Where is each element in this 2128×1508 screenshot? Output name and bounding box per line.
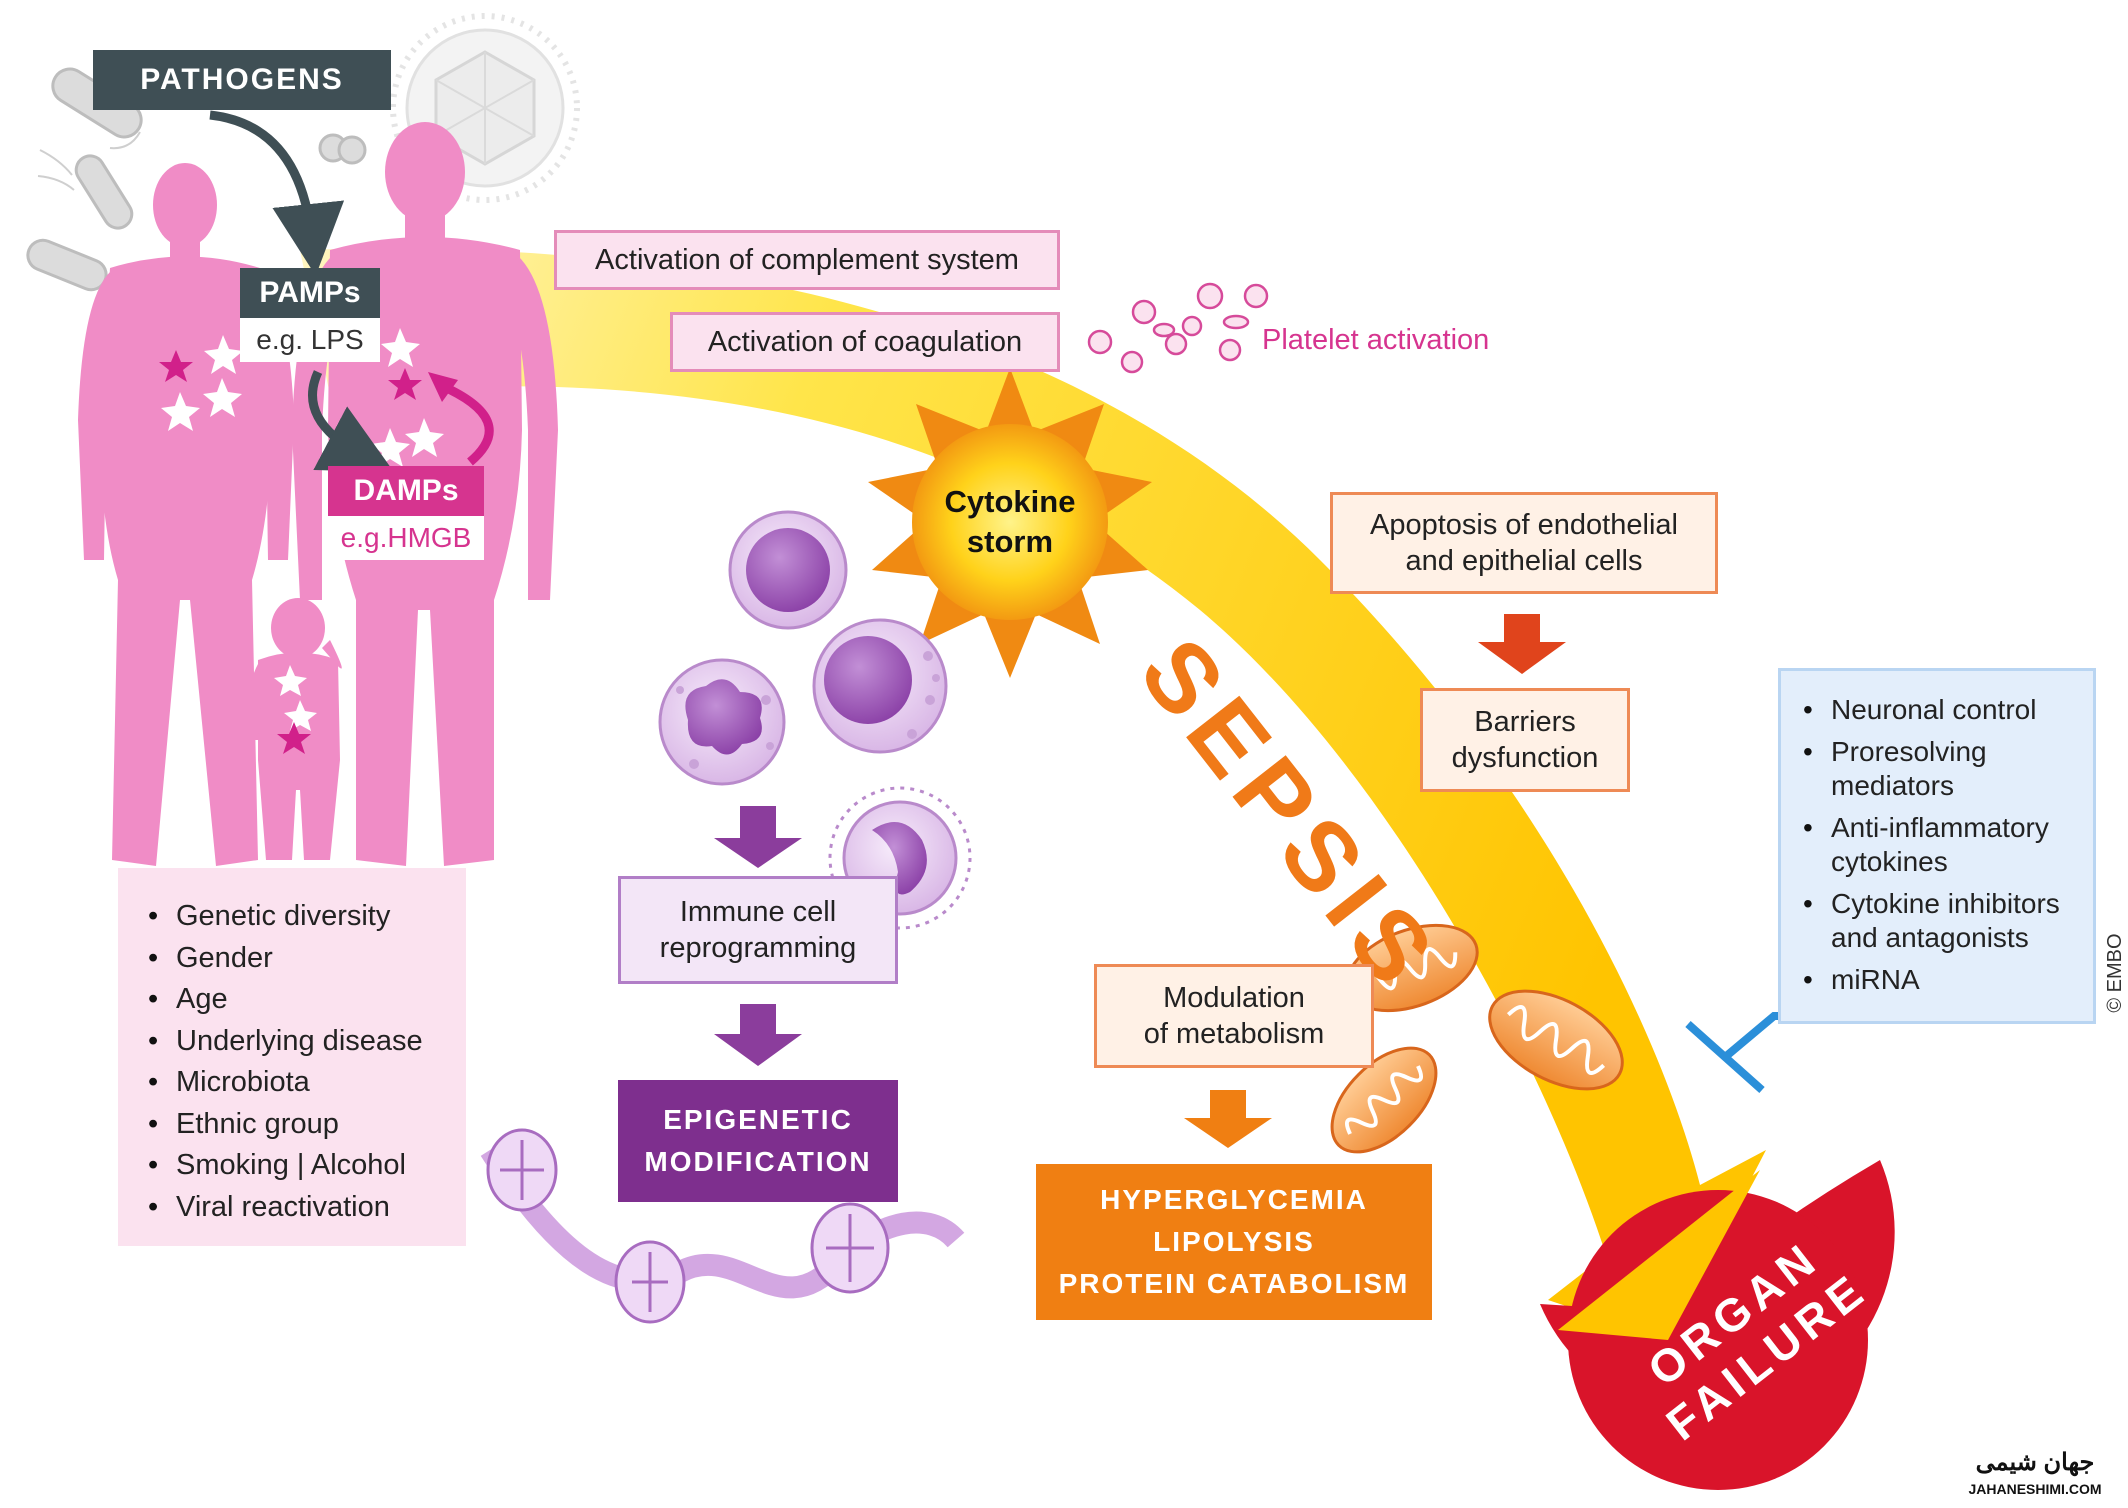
barriers-dysfunction-box: Barriers dysfunction [1420, 688, 1630, 792]
complement-activation-box: Activation of complement system [554, 230, 1060, 290]
epigenetic-line2: MODIFICATION [644, 1146, 872, 1177]
risk-factor-item: Age [142, 979, 456, 1021]
immune-reprogramming-line1: Immune cell [679, 896, 837, 928]
chromatin-strand-icon [480, 1128, 965, 1324]
apoptosis-line2: and epithelial cells [1405, 545, 1643, 577]
risk-factor-item: Ethnic group [142, 1104, 456, 1146]
cytokine-storm-line1: Cytokine [944, 484, 1076, 519]
risk-factor-item: Gender [142, 938, 456, 980]
risk-factor-item: Viral reactivation [142, 1187, 456, 1229]
coagulation-activation-box: Activation of coagulation [670, 312, 1060, 372]
platelet-activation-label: Platelet activation [1262, 323, 1490, 356]
metabolic-outcome-item: HYPERGLYCEMIA [1100, 1184, 1368, 1215]
protective-factor-item: Proresolving mediators [1797, 735, 2085, 803]
damps-example: e.g.HMGB [328, 516, 484, 560]
immune-down-arrow [714, 806, 802, 868]
immune-reprogramming-line2: reprogramming [659, 932, 857, 964]
protective-factors-list: Neuronal control Proresolving mediators … [1797, 693, 2085, 997]
risk-factor-item: Smoking | Alcohol [142, 1145, 456, 1187]
pamps-to-damps-arrow [308, 370, 394, 472]
child-silhouette [245, 598, 342, 860]
lymphocyte-cell-icon [728, 510, 848, 630]
protective-factor-line2: and antagonists [1831, 922, 2029, 953]
protective-factor-item: Neuronal control [1797, 693, 2085, 727]
epigenetic-line1: EPIGENETIC [663, 1104, 853, 1135]
risk-factor-item: Genetic diversity [142, 896, 456, 938]
apoptosis-down-arrow [1478, 614, 1566, 674]
apoptosis-box: Apoptosis of endothelial and epithelial … [1330, 492, 1718, 594]
protective-factor-line1: Cytokine inhibitors [1831, 888, 2060, 919]
epigenetic-modification-box: EPIGENETIC MODIFICATION [618, 1080, 898, 1202]
watermark-url: JAHANESHIMI.COM [1968, 1481, 2102, 1497]
damps-feedback-arrow [438, 380, 494, 466]
apoptosis-line1: Apoptosis of endothelial [1370, 509, 1678, 541]
barriers-line2: dysfunction [1451, 742, 1599, 774]
protective-factor-item: Anti-inflammatory cytokines [1797, 811, 2085, 879]
metabolism-line2: of metabolism [1143, 1018, 1325, 1050]
neutrophil-cell-icon [658, 658, 786, 786]
mitochondrion-icon [1330, 923, 1624, 1154]
protective-factor-item: miRNA [1797, 963, 2085, 997]
watermark-brand: جهان شیمی [1975, 1449, 2095, 1476]
immune-reprogramming-box: Immune cell reprogramming [618, 876, 898, 984]
damps-label: DAMPs [328, 466, 484, 516]
copyright-label: © EMBO [2103, 933, 2126, 1013]
pathogens-label: PATHOGENS [93, 50, 391, 110]
metabolic-outcomes-box: HYPERGLYCEMIA LIPOLYSIS PROTEIN CATABOLI… [1036, 1164, 1432, 1320]
inhibition-line [1685, 1012, 2090, 1093]
cytokine-storm-label: Cytokine storm [920, 478, 1100, 566]
metabolic-outcome-item: LIPOLYSIS [1153, 1226, 1315, 1257]
protective-factor-line1: Proresolving [1831, 736, 1987, 767]
risk-factors-panel: Genetic diversity Gender Age Underlying … [118, 868, 466, 1246]
monocyte-cell-icon [812, 618, 948, 754]
pamps-label: PAMPs [240, 268, 380, 318]
metabolic-outcome-item: PROTEIN CATABOLISM [1058, 1268, 1410, 1299]
watermark-logo: جهان شیمی JAHANESHIMI.COM [1950, 1448, 2120, 1504]
platelet-cluster-icon [1087, 282, 1269, 374]
metabolism-line1: Modulation [1163, 982, 1305, 1014]
pamps-example: e.g. LPS [240, 318, 380, 362]
protective-factor-line2: mediators [1831, 770, 1954, 801]
protective-factor-line1: Neuronal control [1831, 694, 2037, 725]
risk-factor-item: Microbiota [142, 1062, 456, 1104]
protective-factors-panel: Neuronal control Proresolving mediators … [1778, 668, 2096, 1024]
metabolism-down-arrow [1184, 1090, 1272, 1148]
risk-factors-list: Genetic diversity Gender Age Underlying … [142, 896, 456, 1228]
barriers-line1: Barriers [1474, 706, 1576, 738]
cytokine-storm-line2: storm [966, 524, 1054, 559]
risk-factor-item: Underlying disease [142, 1021, 456, 1063]
protective-factor-line2: cytokines [1831, 846, 1948, 877]
cytokine-storm-icon [868, 368, 1152, 678]
metabolism-modulation-box: Modulation of metabolism [1094, 964, 1374, 1068]
protective-factor-item: Cytokine inhibitors and antagonists [1797, 887, 2085, 955]
reprogramming-down-arrow [714, 1004, 802, 1066]
protective-factor-line1: miRNA [1831, 964, 1920, 995]
protective-factor-line1: Anti-inflammatory [1831, 812, 2049, 843]
pathogens-to-pamps-arrow [209, 110, 345, 276]
